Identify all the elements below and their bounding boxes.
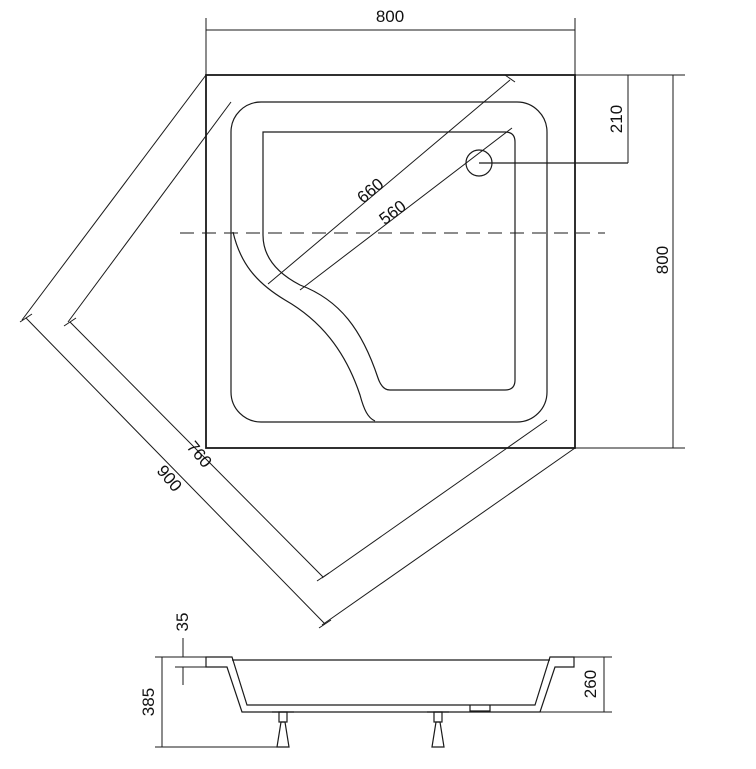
foot-left: [272, 711, 294, 748]
side-view: [205, 656, 575, 748]
foot-right: [427, 711, 449, 748]
tray-outer-outline: [205, 74, 576, 449]
label-width-top: 800: [376, 7, 404, 26]
dim-height-260: 260: [540, 656, 612, 713]
label-height-right: 800: [653, 246, 672, 274]
dim-width-top: 800: [205, 7, 576, 75]
label-drain-offset: 210: [607, 105, 626, 133]
dim-height-right: 800: [575, 74, 685, 449]
label-diag-900: 900: [153, 461, 186, 495]
plan-view: [180, 74, 628, 449]
label-height-385: 385: [139, 688, 158, 716]
dim-outer-diagonals: 760 900: [19, 74, 576, 629]
label-diag-660: 660: [353, 174, 387, 207]
seat-contour: [232, 231, 376, 422]
side-drain: [469, 705, 491, 712]
tray-inner-rim: [230, 101, 548, 423]
dim-drain-offset: 210: [607, 75, 629, 163]
label-diag-760: 760: [183, 437, 216, 471]
dim-inner-diagonals: 660 560: [267, 74, 516, 291]
dim-rim-35: 35: [173, 613, 206, 685]
dim-height-385: 385: [139, 656, 280, 748]
label-height-260: 260: [581, 670, 600, 698]
label-diag-560: 560: [376, 196, 410, 228]
label-rim-35: 35: [173, 613, 192, 632]
tray-basin-outline: [262, 131, 516, 391]
tray-side-profile: [205, 656, 575, 713]
